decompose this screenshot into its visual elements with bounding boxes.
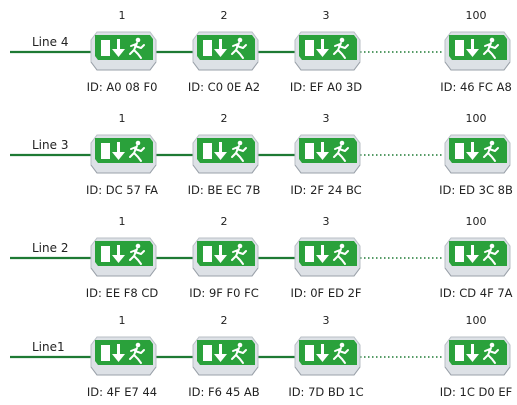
position-number: 100 — [466, 314, 487, 327]
position-number: 1 — [119, 314, 126, 327]
device-id: ID: 0F ED 2F — [290, 286, 361, 300]
device-id: ID: CD 4F 7A — [439, 286, 512, 300]
position-number: 2 — [221, 112, 228, 125]
emergency-exit-sign-icon — [294, 237, 361, 277]
position-number: 3 — [323, 314, 330, 327]
emergency-exit-sign-icon — [294, 336, 361, 376]
device-id: ID: 9F F0 FC — [189, 286, 259, 300]
emergency-exit-sign-icon — [444, 336, 511, 376]
device-id: ID: 46 FC A8 — [440, 80, 512, 94]
position-number: 100 — [466, 9, 487, 22]
line-label: Line 4 — [32, 35, 68, 49]
position-number: 1 — [119, 9, 126, 22]
emergency-exit-sign-icon — [90, 134, 157, 174]
device-id: ID: EE F8 CD — [86, 286, 159, 300]
device-id: ID: F6 45 AB — [188, 385, 260, 399]
emergency-exit-sign-icon — [192, 134, 259, 174]
position-number: 100 — [466, 112, 487, 125]
position-number: 1 — [119, 112, 126, 125]
emergency-exit-sign-icon — [294, 134, 361, 174]
device-id: ID: EF A0 3D — [290, 80, 362, 94]
emergency-exit-sign-icon — [444, 31, 511, 71]
emergency-exit-sign-icon — [444, 237, 511, 277]
device-id: ID: BE EC 7B — [188, 183, 261, 197]
device-id: ID: 7D BD 1C — [288, 385, 363, 399]
emergency-exit-sign-icon — [90, 336, 157, 376]
device-id: ID: A0 08 F0 — [87, 80, 158, 94]
line-label: Line 2 — [32, 241, 68, 255]
position-number: 2 — [221, 215, 228, 228]
position-number: 2 — [221, 9, 228, 22]
emergency-exit-sign-icon — [192, 336, 259, 376]
emergency-exit-sign-icon — [192, 237, 259, 277]
device-id: ID: 4F E7 44 — [87, 385, 157, 399]
device-id: ID: ED 3C 8B — [439, 183, 513, 197]
emergency-exit-sign-icon — [294, 31, 361, 71]
device-id: ID: C0 0E A2 — [188, 80, 260, 94]
position-number: 3 — [323, 9, 330, 22]
device-id: ID: 2F 24 BC — [290, 183, 361, 197]
position-number: 1 — [119, 215, 126, 228]
position-number: 100 — [466, 215, 487, 228]
device-id: ID: DC 57 FA — [86, 183, 158, 197]
emergency-exit-sign-icon — [192, 31, 259, 71]
position-number: 3 — [323, 112, 330, 125]
position-number: 2 — [221, 314, 228, 327]
emergency-exit-sign-icon — [444, 134, 511, 174]
line-label: Line 3 — [32, 138, 68, 152]
line-label: Line1 — [32, 340, 65, 354]
emergency-exit-sign-icon — [90, 237, 157, 277]
device-id: ID: 1C D0 EF — [440, 385, 513, 399]
position-number: 3 — [323, 215, 330, 228]
emergency-exit-sign-icon — [90, 31, 157, 71]
